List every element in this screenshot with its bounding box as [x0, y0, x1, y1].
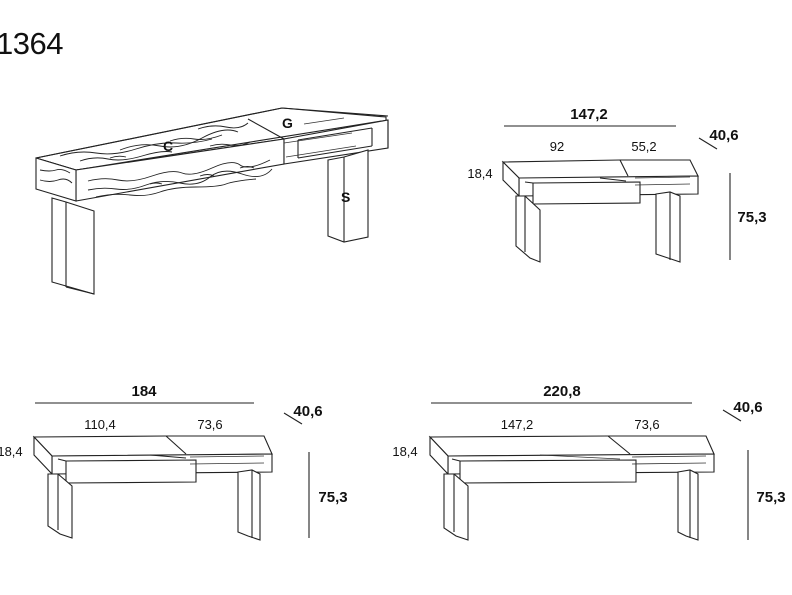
variant-3-right-section: 73,6: [634, 417, 659, 432]
variant-2-depth: 40,6: [293, 403, 322, 420]
variant-3-depth: 40,6: [733, 399, 762, 416]
variant-1-depth: 40,6: [709, 127, 738, 144]
variant-3-top-thickness: 18,4: [392, 444, 417, 459]
variant-1-length: 147,2: [570, 106, 608, 123]
variant-2-left-section: 110,4: [84, 417, 116, 432]
variant-1-top-thickness: 18,4: [467, 166, 492, 181]
variant-2-top-thickness: 18,4: [0, 444, 23, 459]
variant-1-view: 147,2 92 55,2 40,6 18,4 75,3: [467, 106, 767, 263]
hero-console-view: C G S: [35, 107, 389, 295]
variant-3-height: 75,3: [756, 489, 785, 506]
variant-2-view: 184 110,4 73,6 40,6 18,4 75,3: [0, 383, 348, 541]
variant-3-length: 220,8: [543, 383, 581, 400]
label-top-c: C: [163, 138, 173, 154]
variant-2-height: 75,3: [318, 489, 347, 506]
label-leg-s: S: [341, 189, 350, 205]
variant-3-left-section: 147,2: [501, 417, 534, 432]
variant-3-view: 220,8 147,2 73,6 40,6 18,4 75,3: [392, 383, 786, 541]
variant-1-right-section: 55,2: [631, 139, 656, 154]
variant-2-length: 184: [131, 383, 157, 400]
variant-1-height: 75,3: [737, 209, 766, 226]
hero-left-leg: [51, 197, 95, 295]
variant-1-left-section: 92: [550, 139, 564, 154]
variant-2-right-section: 73,6: [197, 417, 222, 432]
product-code: 1364: [0, 26, 63, 61]
label-drawer-g: G: [282, 115, 293, 131]
hero-left-end: [35, 157, 77, 202]
